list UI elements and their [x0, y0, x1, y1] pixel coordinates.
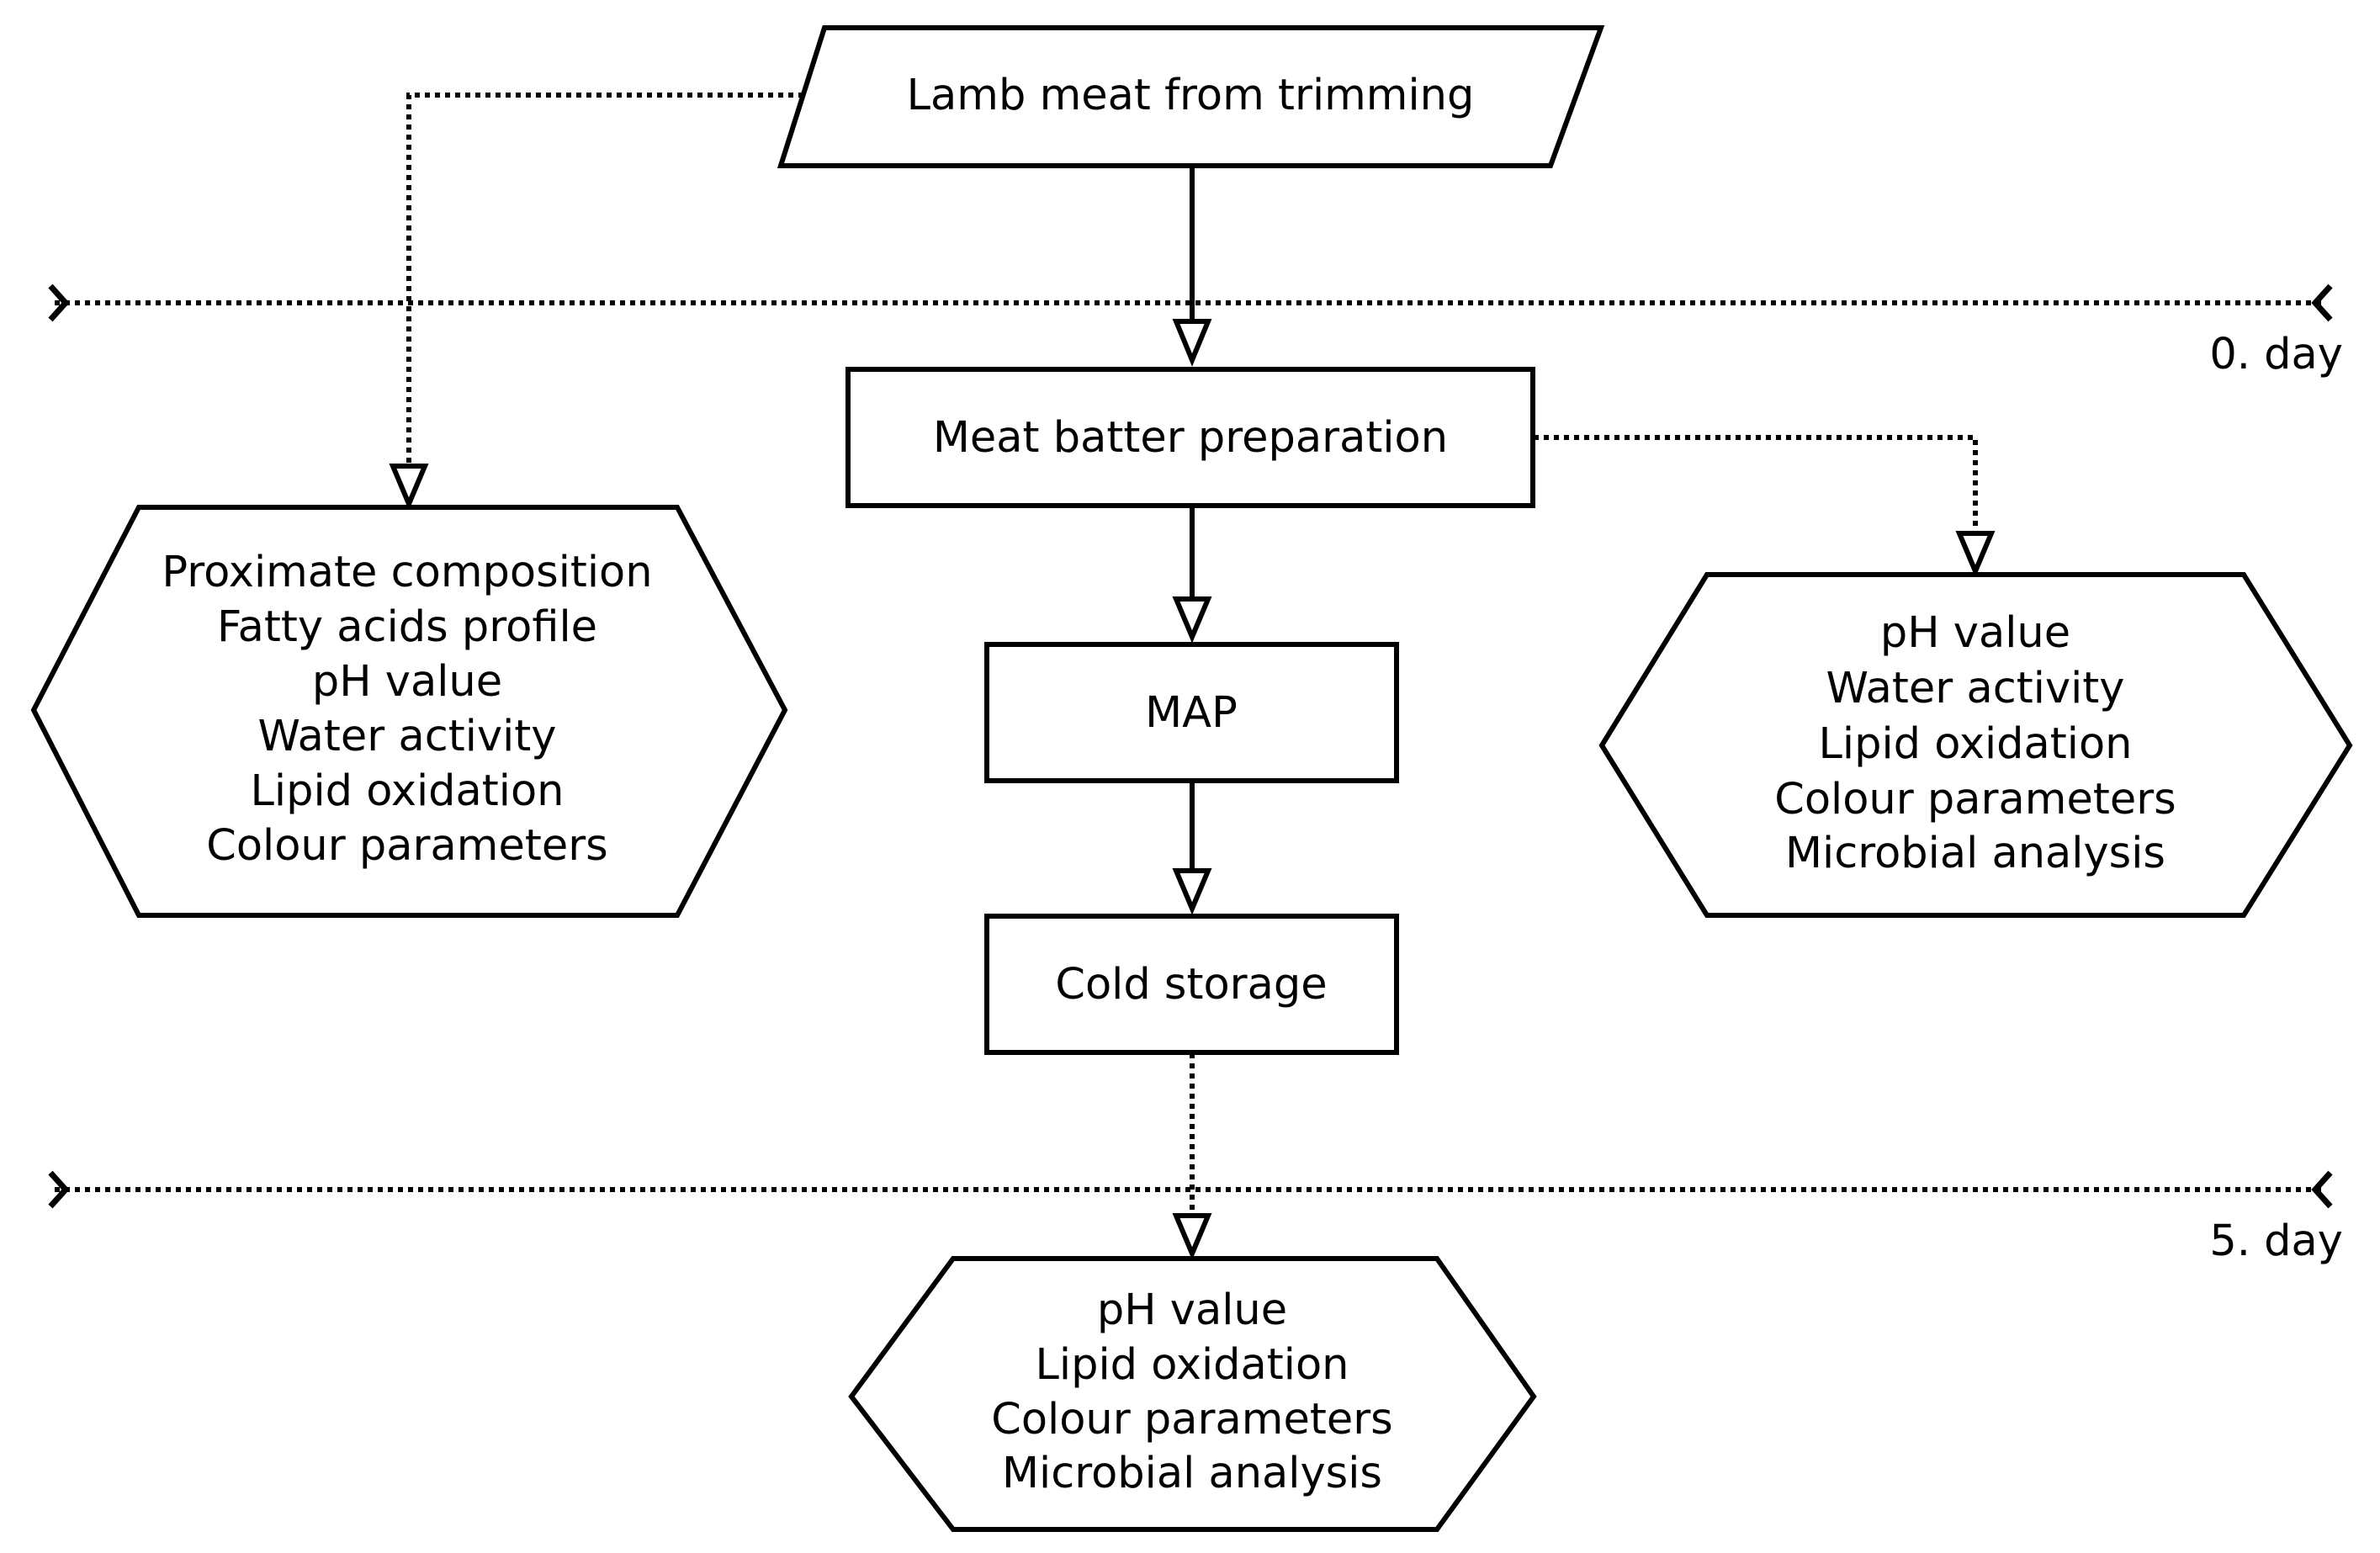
timeline-day0-label: 0. day: [2209, 330, 2343, 379]
cold-storage-label: Cold storage: [1055, 960, 1327, 1010]
timeline-day5: 5. day: [48, 1170, 2343, 1266]
analysis-item: Colour parameters: [991, 1395, 1393, 1444]
hexagon-shape: [1598, 572, 2353, 918]
left-analyses-hexagon: Proximate composition Fatty acids profil…: [30, 505, 788, 918]
arrowhead: [1172, 868, 1212, 915]
arrowhead: [389, 464, 429, 511]
analysis-item: Proximate composition: [162, 548, 652, 597]
right-analyses-hexagon: pH value Water activity Lipid oxidation …: [1598, 572, 2353, 918]
analysis-item: Microbial analysis: [1002, 1449, 1382, 1498]
analysis-item: Colour parameters: [1774, 775, 2176, 824]
analysis-item: Water activity: [258, 712, 557, 761]
cold-storage-node: Cold storage: [984, 914, 1399, 1055]
timeline-day0-end-marker: [2311, 284, 2333, 322]
connector-start-to-batter: [1172, 168, 1212, 367]
map-label: MAP: [1145, 688, 1238, 738]
rectangle-shape: [984, 642, 1399, 783]
hexagon-shape: [848, 1256, 1537, 1532]
connector-batter-to-map: [1172, 507, 1212, 644]
timeline-day0: 0. day: [48, 284, 2343, 379]
analysis-item: Microbial analysis: [1785, 829, 2165, 878]
arrowhead: [1955, 531, 1996, 578]
rectangle-shape: [984, 914, 1399, 1055]
analysis-item: Water activity: [1826, 664, 2125, 713]
bottom-analyses-hexagon: pH value Lipid oxidation Colour paramete…: [848, 1256, 1537, 1532]
timeline-day5-end-marker: [2311, 1170, 2333, 1209]
timeline-day5-label: 5. day: [2209, 1216, 2343, 1266]
analysis-item: pH value: [1880, 608, 2070, 658]
timeline-day5-start-marker: [48, 1170, 70, 1209]
analysis-item: Lipid oxidation: [1035, 1340, 1349, 1390]
parallelogram-shape: [777, 25, 1605, 168]
analysis-item: pH value: [312, 657, 502, 707]
analysis-item: Lipid oxidation: [250, 766, 564, 816]
rectangle-shape: [845, 367, 1535, 508]
arrowhead: [1172, 319, 1212, 367]
analysis-item: pH value: [1097, 1285, 1287, 1335]
hexagon-shape: [30, 505, 788, 918]
start-node-label: Lamb meat from trimming: [907, 71, 1475, 120]
connector-start-to-left-analyses: [389, 93, 803, 511]
arrowhead: [1172, 596, 1212, 644]
connector-map-to-cold: [1172, 782, 1212, 915]
meat-batter-node: Meat batter preparation: [845, 367, 1535, 508]
connector-batter-to-right-analyses: [1534, 435, 1996, 578]
timeline-day0-start-marker: [48, 284, 70, 322]
analysis-item: Colour parameters: [206, 821, 608, 871]
start-node: Lamb meat from trimming: [777, 25, 1605, 168]
meat-batter-label: Meat batter preparation: [933, 413, 1448, 463]
arrowhead: [1172, 1213, 1212, 1260]
analysis-item: Lipid oxidation: [1818, 719, 2132, 769]
analysis-item: Fatty acids profile: [217, 602, 597, 652]
connector-cold-to-bottom-analyses: [1172, 1053, 1212, 1260]
map-node: MAP: [984, 642, 1399, 783]
